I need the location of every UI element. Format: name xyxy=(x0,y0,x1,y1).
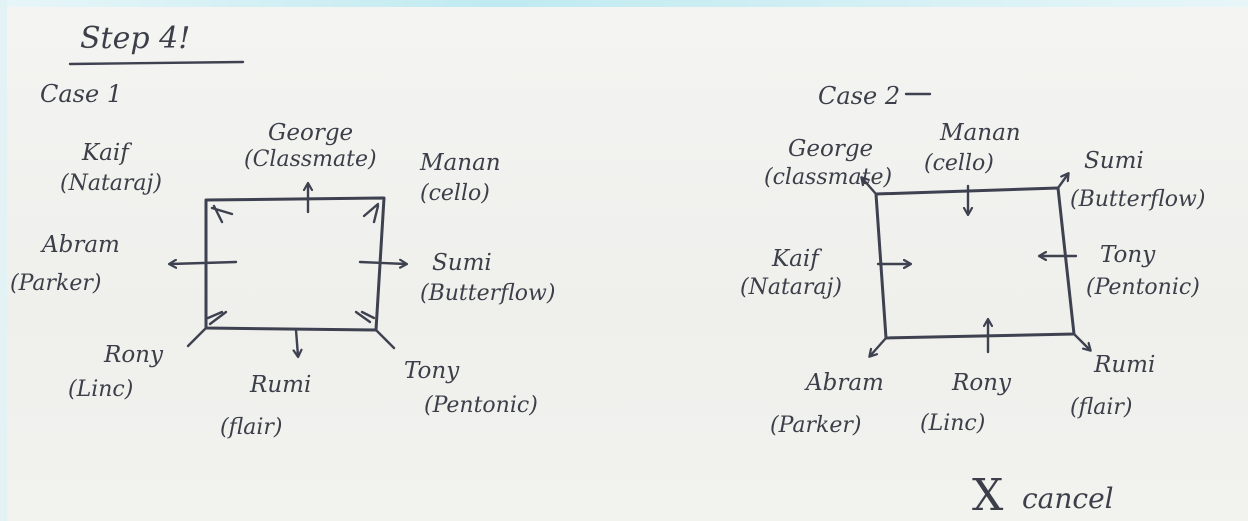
case1-arrow-rumi xyxy=(296,328,298,356)
case1-name-kaif: Kaif xyxy=(81,140,132,166)
case2-label: Case 2 xyxy=(818,82,900,110)
cancel-text: cancel xyxy=(1022,482,1114,515)
case1-brand-sumi: (Butterflow) xyxy=(420,281,555,306)
case2-brand-kaif: (Nataraj) xyxy=(740,275,842,300)
case1-name-manan: Manan xyxy=(419,150,501,176)
cancel-x-mark: X xyxy=(972,470,1004,521)
case2-brand-george: (classmate) xyxy=(764,165,892,190)
case1-diagram: Kaif (Nataraj) George (Classmate) Manan … xyxy=(10,120,555,440)
title-underline xyxy=(68,60,245,66)
case1-name-rony: Rony xyxy=(103,342,164,368)
case2-diagram: George (classmate) Manan (cello) Sumi (B… xyxy=(740,120,1205,438)
case1-table xyxy=(204,196,386,332)
case1-name-sumi: Sumi xyxy=(432,250,492,276)
case2-brand-sumi: (Butterflow) xyxy=(1070,187,1205,212)
case1-leader-tony xyxy=(374,328,396,350)
case1-name-abram: Abram xyxy=(40,232,120,258)
page-top-edge xyxy=(0,0,1248,7)
case1-brand-tony: (Pentonic) xyxy=(424,393,538,418)
case2-name-kaif: Kaif xyxy=(771,246,822,272)
case1-corner-tick xyxy=(206,310,228,326)
case1-corner-tick xyxy=(354,310,376,324)
case1-brand-george: (Classmate) xyxy=(244,147,377,172)
case1-brand-rumi: (flair) xyxy=(220,415,283,440)
case2-arrow-sumi xyxy=(1056,174,1068,190)
case1-corner-tick xyxy=(210,204,234,224)
case1-arrow-abram xyxy=(170,262,238,264)
case2-brand-tony: (Pentonic) xyxy=(1086,275,1200,300)
case1-name-rumi: Rumi xyxy=(249,372,311,398)
case2-arrow-rumi xyxy=(1072,332,1090,350)
case2-brand-rony: (Linc) xyxy=(920,411,985,436)
case1-name-george: George xyxy=(268,120,353,146)
case2-name-tony: Tony xyxy=(1100,242,1156,268)
case1-brand-rony: (Linc) xyxy=(68,377,133,402)
case2-arrow-abram xyxy=(870,336,888,356)
step-title: Step 4! xyxy=(80,21,190,56)
page-left-edge xyxy=(0,0,7,521)
case2-arrow-george xyxy=(862,178,878,196)
case1-brand-abram: (Parker) xyxy=(10,271,101,296)
case1-leader-rony xyxy=(186,326,208,348)
case2-name-rony: Rony xyxy=(951,370,1012,396)
case2-brand-manan: (cello) xyxy=(924,151,994,176)
case2-name-manan: Manan xyxy=(939,120,1021,146)
case1-corner-tick xyxy=(362,202,380,224)
case2-brand-abram: (Parker) xyxy=(770,413,861,438)
case1-brand-kaif: (Nataraj) xyxy=(60,171,162,196)
case2-name-george: George xyxy=(788,136,873,162)
case1-name-tony: Tony xyxy=(404,358,460,384)
case2-brand-rumi: (flair) xyxy=(1070,395,1133,420)
case2-name-abram: Abram xyxy=(804,370,884,396)
case1-arrow-sumi xyxy=(358,262,406,264)
case1-brand-manan: (cello) xyxy=(420,181,490,206)
case1-label: Case 1 xyxy=(40,80,122,108)
case2-name-sumi: Sumi xyxy=(1084,148,1144,174)
case2-name-rumi: Rumi xyxy=(1093,352,1155,378)
